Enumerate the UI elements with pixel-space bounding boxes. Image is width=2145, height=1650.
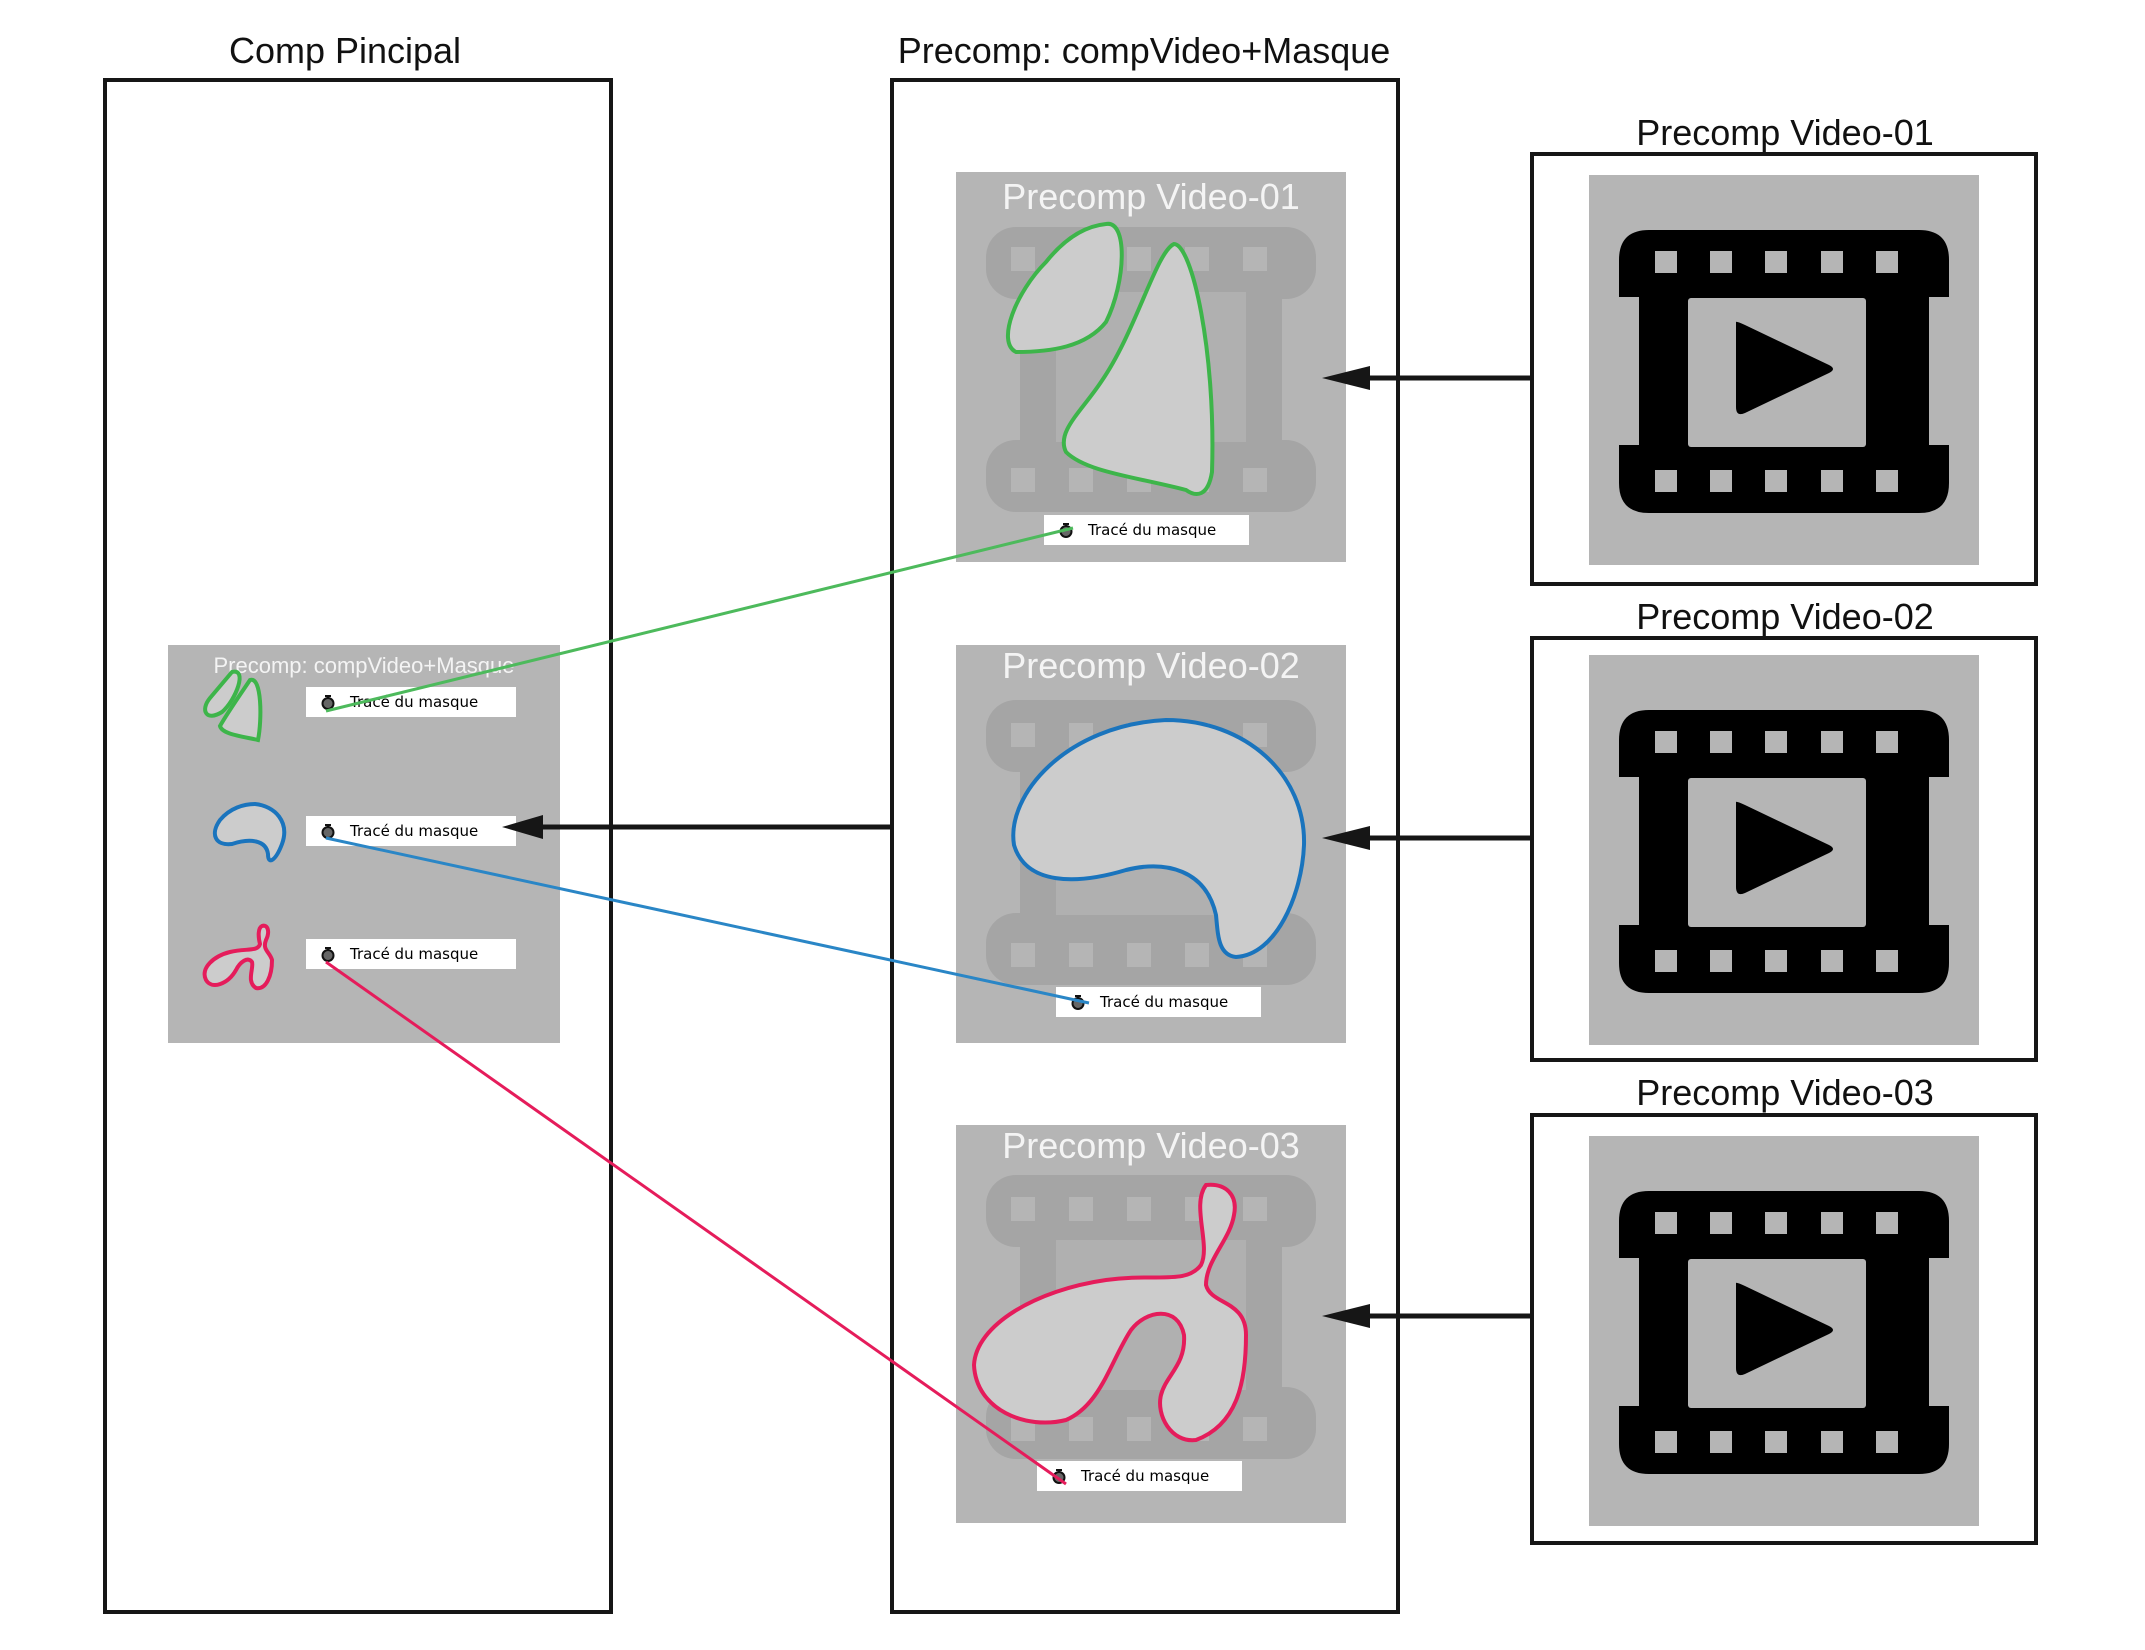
- stopwatch-icon[interactable]: [1051, 1468, 1067, 1484]
- video-thumbnail: [1589, 1136, 1979, 1526]
- mask-layer-label: Tracé du masque: [1081, 1467, 1210, 1485]
- film-play-icon: [1619, 710, 1949, 993]
- stopwatch-icon[interactable]: [1070, 994, 1086, 1010]
- precomp-video-01-tile[interactable]: Precomp Video-01 Tracé du masque: [956, 172, 1346, 562]
- precomp-tile-title: Precomp Video-03: [1002, 1125, 1300, 1166]
- main-comp-title: Comp Pincipal: [228, 30, 462, 71]
- stopwatch-icon[interactable]: [1058, 522, 1074, 538]
- main-comp-box: Precomp: compVideo+Masque Tracé du masqu…: [103, 78, 613, 1614]
- mask-shape-green: [1005, 221, 1215, 496]
- nested-precomp-tile[interactable]: Precomp: compVideo+Masque Tracé du masqu…: [168, 645, 560, 1043]
- video-source-box-01[interactable]: [1530, 152, 2038, 586]
- precomp-column-title: Precomp: compVideo+Masque: [897, 30, 1391, 71]
- film-play-icon: [1619, 230, 1949, 513]
- precomp-mask-layer[interactable]: Tracé du masque: [1056, 987, 1261, 1017]
- precomp-mask-layer[interactable]: Tracé du masque: [1044, 515, 1249, 545]
- precomp-tile-title: Precomp Video-02: [1002, 645, 1300, 686]
- mask-shape-blue: [1011, 717, 1307, 960]
- video-source-box-03[interactable]: [1530, 1113, 2038, 1545]
- precomp-mask-layer[interactable]: Tracé du masque: [1037, 1461, 1242, 1491]
- mask-layer-label: Tracé du masque: [350, 822, 479, 840]
- stopwatch-icon[interactable]: [320, 823, 336, 839]
- video-thumbnail: [1589, 175, 1979, 565]
- film-play-icon: [1619, 1191, 1949, 1474]
- precomp-video-02-tile[interactable]: Precomp Video-02 Tracé du masque: [956, 645, 1346, 1043]
- mask-thumb-pink: [202, 923, 275, 991]
- precomp-tile-title: Precomp Video-01: [1002, 176, 1300, 217]
- video-source-title: Precomp Video-02: [1636, 596, 1934, 637]
- video-thumbnail: [1589, 655, 1979, 1045]
- mask-layer-label: Tracé du masque: [1088, 521, 1217, 539]
- mask-thumb-green: [203, 669, 263, 743]
- nested-mask-thumbnails: [202, 669, 287, 991]
- video-source-title: Precomp Video-03: [1636, 1072, 1934, 1113]
- video-source-title: Precomp Video-01: [1636, 112, 1934, 153]
- mask-thumb-blue: [212, 801, 287, 863]
- precomp-video-03-tile[interactable]: Precomp Video-03 Tracé du masque: [956, 1125, 1346, 1523]
- video-source-box-02[interactable]: [1530, 636, 2038, 1062]
- mask-layer-label: Tracé du masque: [1100, 993, 1229, 1011]
